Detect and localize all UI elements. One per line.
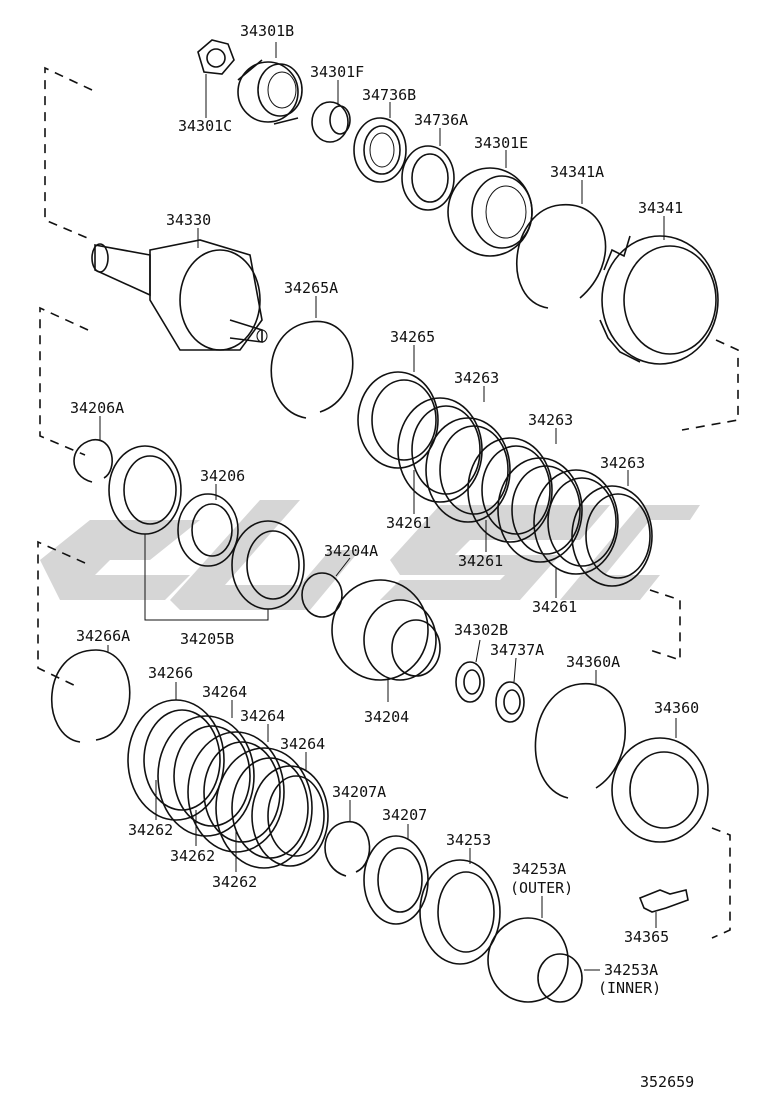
part-34330-input-shaft (91, 228, 268, 351)
label-34263-a: 34263 (454, 369, 499, 387)
label-34204: 34204 (364, 708, 409, 726)
label-34204A: 34204A (324, 542, 378, 560)
part-34262-34264-34266-brake-plates (127, 682, 329, 872)
part-34204A-ring (301, 557, 351, 618)
label-34360: 34360 (654, 699, 699, 717)
label-34263-b: 34263 (528, 411, 573, 429)
part-34207A-snap-ring (324, 800, 371, 877)
label-34207A: 34207A (332, 783, 386, 801)
part-34301F-race (311, 80, 351, 143)
part-34302B-34737A-washers (455, 639, 525, 723)
label-34737A: 34737A (490, 641, 544, 659)
label-34266A: 34266A (76, 627, 130, 645)
part-34360-brake-hub (611, 718, 709, 843)
part-34365-clip (638, 889, 689, 928)
label-34261-b: 34261 (458, 552, 503, 570)
part-34736A-thrust-washer (401, 128, 455, 211)
label-inner: (INNER) (598, 979, 661, 997)
label-34263-c: 34263 (600, 454, 645, 472)
label-34253A-outer: 34253A (512, 860, 566, 878)
label-34262-a: 34262 (128, 821, 173, 839)
label-34261-c: 34261 (532, 598, 577, 616)
part-34205B-piston (108, 445, 305, 621)
part-34204-gear (331, 579, 441, 702)
label-34262-b: 34262 (170, 847, 215, 865)
part-34206A-snap-ring (73, 416, 113, 483)
label-34206A: 34206A (70, 399, 124, 417)
label-34301C: 34301C (178, 117, 232, 135)
part-34736B-thrust-bearing (353, 102, 407, 183)
label-34302B: 34302B (454, 621, 508, 639)
label-34206: 34206 (200, 467, 245, 485)
label-34736B: 34736B (362, 86, 416, 104)
part-34265-flange (357, 345, 439, 469)
label-34301F: 34301F (310, 63, 364, 81)
label-34365: 34365 (624, 928, 669, 946)
label-34360A: 34360A (566, 653, 620, 671)
label-34341A: 34341A (550, 163, 604, 181)
label-34266: 34266 (148, 664, 193, 682)
label-34265A: 34265A (284, 279, 338, 297)
label-34261-a: 34261 (386, 514, 431, 532)
part-34341-clutch-drum (599, 216, 719, 365)
label-34253A-inner: 34253A (604, 961, 658, 979)
label-34736A: 34736A (414, 111, 468, 129)
label-34330: 34330 (166, 211, 211, 229)
part-34261-34263-clutch-plates (397, 386, 653, 598)
label-34264-c: 34264 (280, 735, 325, 753)
label-34205B: 34205B (180, 630, 234, 648)
label-34253: 34253 (446, 831, 491, 849)
assembly-guide-lines (37, 66, 739, 939)
label-34341: 34341 (638, 199, 683, 217)
label-34301E: 34301E (474, 134, 528, 152)
part-34253-piston (419, 848, 501, 965)
part-34301E-bearing (447, 150, 533, 257)
label-34262-c: 34262 (212, 873, 257, 891)
label-34207: 34207 (382, 806, 427, 824)
watermark-logo (40, 500, 700, 610)
part-34206-one-way-clutch (177, 484, 239, 567)
part-34266A-snap-ring (51, 645, 131, 743)
part-34253A-o-rings (487, 896, 600, 1003)
part-34301C-nut (197, 39, 235, 118)
label-34265: 34265 (390, 328, 435, 346)
part-34341A-snap-ring (516, 180, 607, 309)
label-34264-b: 34264 (240, 707, 285, 725)
part-34265A-snap-ring (270, 296, 354, 419)
label-34301B: 34301B (240, 22, 294, 40)
part-34207-one-way-clutch (363, 824, 429, 925)
label-34264-a: 34264 (202, 683, 247, 701)
diagram-id: 352659 (640, 1073, 694, 1091)
part-labels: 34301B 34301F 34301C 34736B 34736A 34301… (70, 22, 699, 1091)
part-34360A-snap-ring (534, 670, 626, 799)
part-34301B-roller-bearing (237, 42, 303, 125)
label-outer: (OUTER) (510, 879, 573, 897)
